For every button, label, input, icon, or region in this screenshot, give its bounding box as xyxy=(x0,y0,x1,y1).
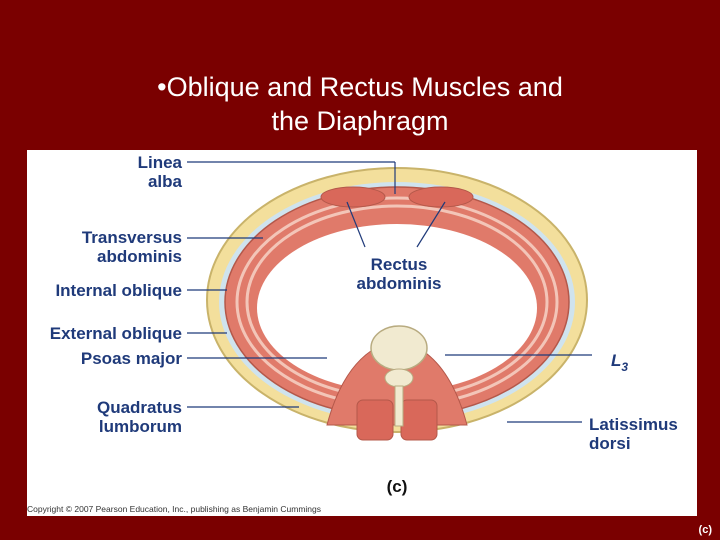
label-l3-subscript: 3 xyxy=(621,360,628,374)
label-l3-letter: L xyxy=(611,351,621,370)
anatomy-figure: Linea alba Transversus abdominis Interna… xyxy=(27,150,697,516)
rectus-abdominis-left xyxy=(320,186,386,208)
spinal-canal xyxy=(384,368,414,388)
label-linea-alba-1: Linea xyxy=(138,153,183,172)
label-internal-oblique: Internal oblique xyxy=(55,281,182,300)
label-rectus-1: Rectus xyxy=(371,255,428,274)
label-latissimus-1: Latissimus xyxy=(589,415,678,434)
label-linea-alba-2: alba xyxy=(148,172,183,191)
label-panel-c: (c) xyxy=(387,477,408,496)
copyright-notice: Copyright © 2007 Pearson Education, Inc.… xyxy=(27,504,322,514)
slide-title: •Oblique and Rectus Muscles and the Diap… xyxy=(0,70,720,138)
label-external-oblique: External oblique xyxy=(50,324,182,343)
label-l3: L3 xyxy=(611,351,628,374)
vertebral-body xyxy=(370,325,428,371)
rectus-abdominis-right xyxy=(408,186,474,208)
abdominal-cavity xyxy=(257,224,537,392)
label-quadratus-2: lumborum xyxy=(99,417,182,436)
label-quadratus-1: Quadratus xyxy=(97,398,182,417)
slide-title-line-2: the Diaphragm xyxy=(271,106,449,136)
spinous-process xyxy=(394,385,404,427)
label-transversus-1: Transversus xyxy=(82,228,182,247)
slide-title-line-1: •Oblique and Rectus Muscles and xyxy=(157,72,563,102)
erector-right xyxy=(400,399,438,441)
label-latissimus-2: dorsi xyxy=(589,434,631,453)
cross-section-illustration: Linea alba Transversus abdominis Interna… xyxy=(50,153,678,496)
erector-left xyxy=(356,399,394,441)
label-transversus-2: abdominis xyxy=(97,247,182,266)
leader-lines xyxy=(187,161,592,423)
label-psoas-major: Psoas major xyxy=(81,349,182,368)
panel-corner-label: (c) xyxy=(698,524,712,536)
label-rectus-2: abdominis xyxy=(356,274,441,293)
